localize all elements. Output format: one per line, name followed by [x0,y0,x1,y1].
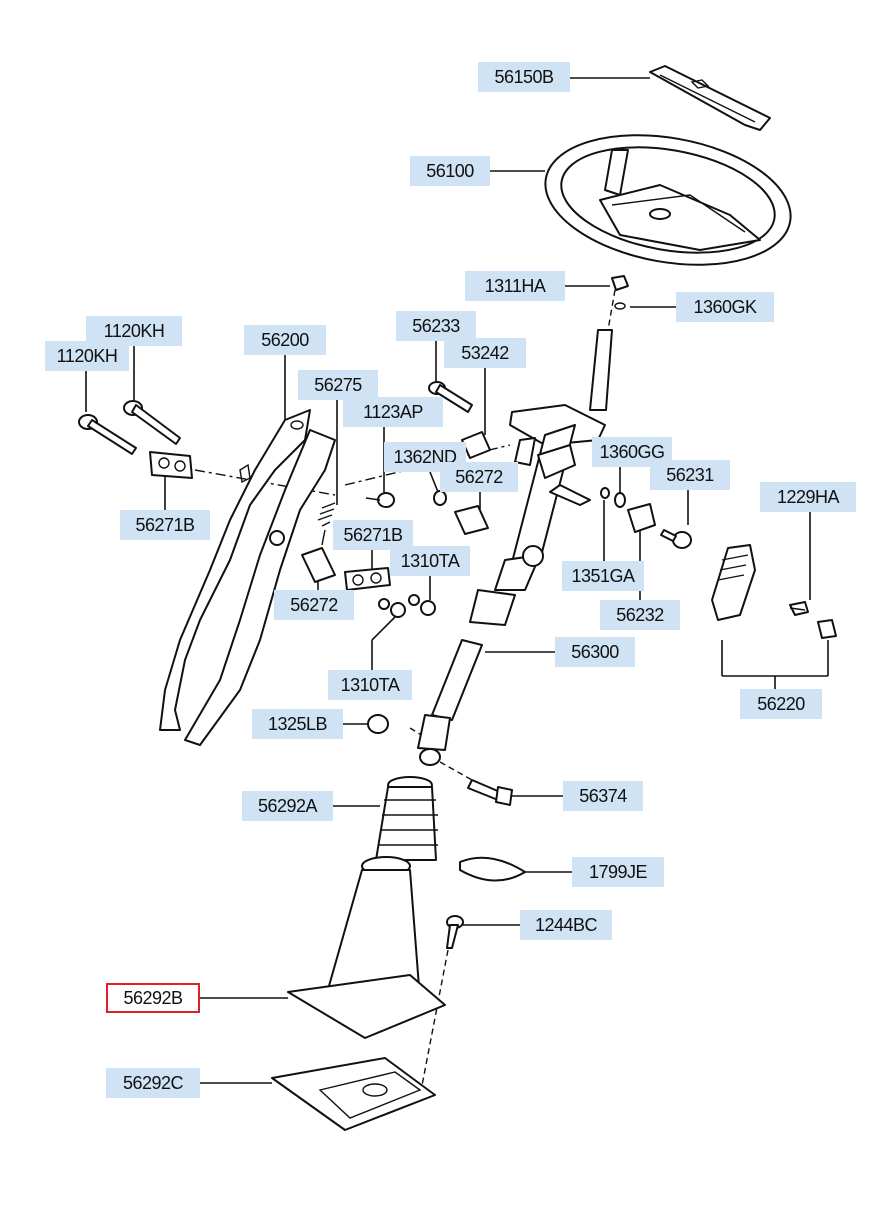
boot-56292B [287,856,446,1039]
callout-56275[interactable]: 56275 [298,370,378,400]
boot-56292A [375,776,438,861]
callout-1799JE[interactable]: 1799JE [572,857,664,887]
bolt-56231 [660,529,692,549]
washer-1360GG [600,487,626,508]
cover-56220 [711,544,837,639]
steering-column-part [417,329,613,766]
nuts-1310TA [378,594,436,618]
clamp-1799JE [459,856,526,882]
callout-56374[interactable]: 56374 [563,781,643,811]
bushing-53242 [461,431,491,459]
steering-wheel-part [544,134,792,266]
callout-56271B-left[interactable]: 56271B [120,510,210,540]
callout-56292C[interactable]: 56292C [106,1068,200,1098]
callout-1360GK[interactable]: 1360GK [676,292,774,322]
spring-56275 [317,502,336,546]
callout-1244BC[interactable]: 1244BC [520,910,612,940]
top-nut-part [611,275,629,310]
callout-1311HA[interactable]: 1311HA [465,271,565,301]
callout-56292A[interactable]: 56292A [242,791,333,821]
callout-56220[interactable]: 56220 [740,689,822,719]
callout-56271B-middle[interactable]: 56271B [333,520,413,550]
callout-56231[interactable]: 56231 [650,460,730,490]
bushing-56272-a [454,505,489,535]
bracket-56200 [159,409,336,746]
bushing-56232 [627,503,656,533]
callout-56100[interactable]: 56100 [410,156,490,186]
callout-1310TA-bottom[interactable]: 1310TA [328,670,412,700]
callout-56272-top[interactable]: 56272 [440,462,518,492]
callout-53242[interactable]: 53242 [444,338,526,368]
callout-1325LB[interactable]: 1325LB [252,709,343,739]
bolts-1120KH [78,400,181,455]
callout-1310TA-top[interactable]: 1310TA [390,546,470,576]
bushing-56272-b [301,547,336,583]
bolt-1123AP [365,492,395,508]
callout-56292B-selected[interactable]: 56292B [106,983,200,1013]
callout-56232[interactable]: 56232 [600,600,680,630]
callout-56272-bottom[interactable]: 56272 [274,590,354,620]
bolt-56233 [428,381,473,413]
bolt-56374 [467,779,513,806]
callout-56233[interactable]: 56233 [396,311,476,341]
callout-1229HA[interactable]: 1229HA [760,482,856,512]
callout-1351GA[interactable]: 1351GA [562,561,644,591]
callout-56150B[interactable]: 56150B [478,62,570,92]
plate-56292C [271,1057,436,1131]
callout-1120KH-bottom[interactable]: 1120KH [45,341,129,371]
callout-56300[interactable]: 56300 [555,637,635,667]
callout-1120KH-top[interactable]: 1120KH [86,316,182,346]
nut-1325LB [367,714,389,734]
washer-1362ND [433,490,447,506]
screw-1244BC [446,915,464,949]
callout-1123AP[interactable]: 1123AP [343,397,443,427]
clamp-56271B [149,451,193,479]
horn-cover-part [649,65,771,131]
callout-56200[interactable]: 56200 [244,325,326,355]
clamp-56271B-b [344,567,391,591]
